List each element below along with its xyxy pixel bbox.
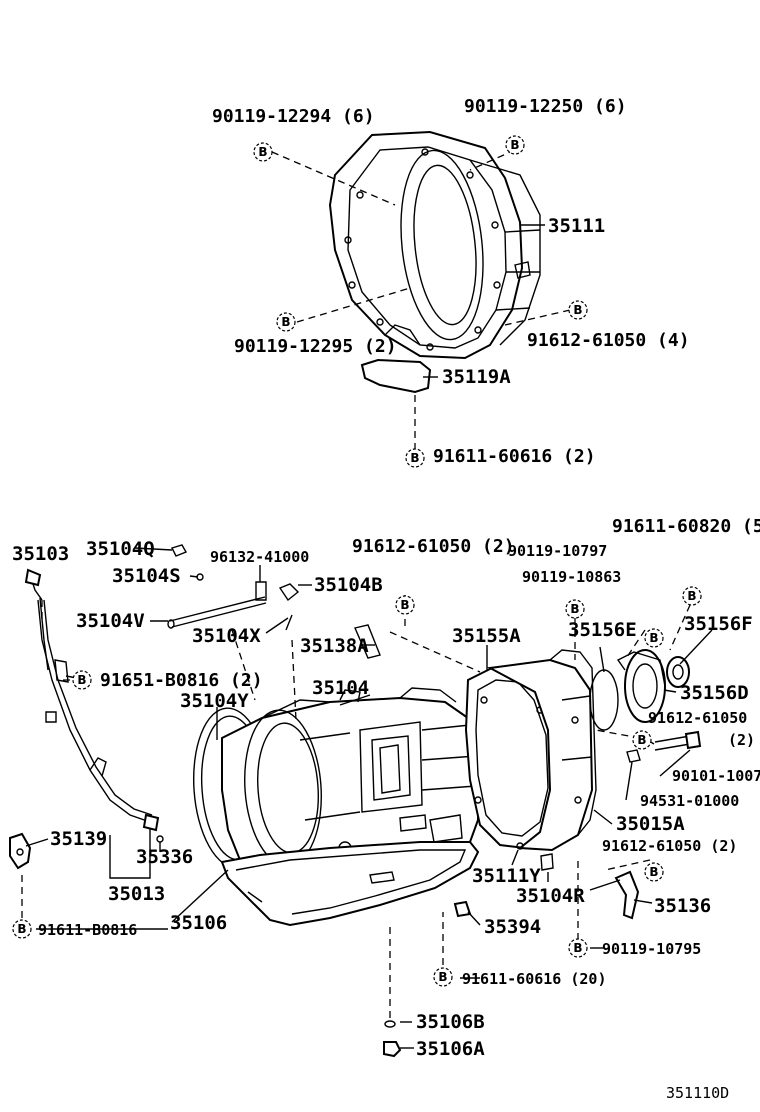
label-35104X: 35104X (192, 625, 261, 647)
label-35106: 35106 (170, 912, 227, 934)
label-35104B: 35104B (314, 574, 383, 596)
label-35106B: 35106B (416, 1011, 485, 1033)
label-91611-B0816: 91611-B0816 (38, 921, 137, 939)
seal-35156E (589, 669, 619, 731)
svg-text:B: B (573, 303, 582, 317)
label-90119-12294: 90119-12294 (6) (212, 106, 375, 127)
label-90119-12250: 90119-12250 (6) (464, 96, 627, 117)
svg-text:B: B (17, 922, 26, 936)
label-91611-60616-20: 91611-60616 (20) (462, 970, 607, 988)
label-90119-10797: 90119-10797 (508, 542, 607, 560)
svg-text:B: B (410, 451, 419, 465)
label-35394: 35394 (484, 916, 541, 938)
label-35136: 35136 (654, 895, 711, 917)
bolt-marker-91612-61050-2a: B (395, 595, 415, 615)
small-parts-top (167, 544, 381, 659)
svg-text:B: B (649, 865, 658, 879)
plate-35119A (360, 358, 432, 394)
label-35103: 35103 (12, 543, 69, 565)
bolt-marker-90119-12294: B (253, 142, 273, 162)
svg-text:B: B (573, 941, 582, 955)
label-35104R: 35104R (516, 885, 585, 907)
label-35156F: 35156F (684, 613, 753, 635)
small-parts-bottom (156, 835, 640, 1058)
svg-text:B: B (637, 733, 646, 747)
bracket-35139 (9, 832, 32, 870)
label-94531-01000: 94531-01000 (640, 792, 739, 810)
label-35104Y: 35104Y (180, 690, 249, 712)
bolt-marker-91611-B0816: B (12, 919, 32, 939)
svg-text:B: B (77, 673, 86, 687)
bolt-marker-90119-10795: B (568, 938, 588, 958)
label-91611-60616-2: 91611-60616 (2) (433, 446, 596, 467)
label-91612-61050-b: 91612-61050 (648, 709, 747, 727)
label-91611-60820: 91611-60820 (5) (612, 516, 760, 537)
label-91651-B0816: 91651-B0816 (2) (100, 670, 263, 691)
svg-text:B: B (687, 589, 696, 603)
svg-text:B: B (649, 631, 658, 645)
label-35156E: 35156E (568, 619, 637, 641)
bolt-90101-10073 (626, 730, 702, 763)
bolt-marker-91611-60820: B (682, 586, 702, 606)
label-35138A: 35138A (300, 635, 369, 657)
label-91612-61050-2a: 91612-61050 (2) (352, 536, 515, 557)
svg-text:B: B (258, 145, 267, 159)
label-35336: 35336 (136, 846, 193, 868)
bearing-35156D (616, 649, 666, 723)
label-90119-10863: 90119-10863 (522, 568, 621, 586)
bolt-marker-90119-12250: B (505, 135, 525, 155)
label-35119A: 35119A (442, 366, 511, 388)
seal-35156F (666, 656, 690, 688)
upper-leaders (271, 149, 571, 455)
label-90101-10073: 90101-10073 (672, 767, 760, 785)
bolt-marker-91611-60616-20: B (433, 967, 453, 987)
label-91612-61050-4: 91612-61050 (4) (527, 330, 690, 351)
svg-text:B: B (570, 602, 579, 616)
label-35156D: 35156D (680, 682, 749, 704)
label-35106A: 35106A (416, 1038, 485, 1060)
label-91612-61050-2c: 91612-61050 (2) (602, 837, 737, 855)
bolt-marker-91612-61050-b: B (632, 730, 652, 750)
extension-housing-35015A (486, 649, 597, 852)
bolt-marker-91612-61050-4: B (568, 300, 588, 320)
bolt-marker-90119-12295: B (276, 312, 296, 332)
bolt-marker-90119-10863: B (565, 599, 585, 619)
label-35155A: 35155A (452, 625, 521, 647)
bolt-marker-91611-60616-2: B (405, 448, 425, 468)
label-35104V: 35104V (76, 610, 145, 632)
svg-text:B: B (281, 315, 290, 329)
label-35104Q: 35104Q (86, 538, 155, 560)
label-35015A: 35015A (616, 813, 685, 835)
svg-text:B: B (510, 138, 519, 152)
label-35111Y: 35111Y (472, 865, 541, 887)
label-35111: 35111 (548, 215, 605, 237)
label-35104S: 35104S (112, 565, 181, 587)
oil-pan-35106 (220, 841, 480, 927)
label-35013: 35013 (108, 883, 165, 905)
dipstick-35103 (24, 568, 49, 671)
bolt-marker-90119-10797: B (644, 628, 664, 648)
label-90119-12295: 90119-12295 (2) (234, 336, 397, 357)
oil-filler-tube-35013 (37, 599, 160, 832)
label-91612-61050-b-qty: (2) (728, 731, 755, 749)
label-96132-41000: 96132-41000 (210, 548, 309, 566)
reference-code: 351110D (666, 1084, 729, 1102)
svg-text:B: B (438, 970, 447, 984)
transmission-housing-35111 (328, 130, 541, 360)
bolt-marker-91651-B0816: B (72, 670, 92, 690)
label-35139: 35139 (50, 828, 107, 850)
bolt-marker-91612-61050-2c: B (644, 862, 664, 882)
label-35104: 35104 (312, 677, 369, 699)
svg-text:B: B (400, 598, 409, 612)
label-90119-10795: 90119-10795 (602, 940, 701, 958)
